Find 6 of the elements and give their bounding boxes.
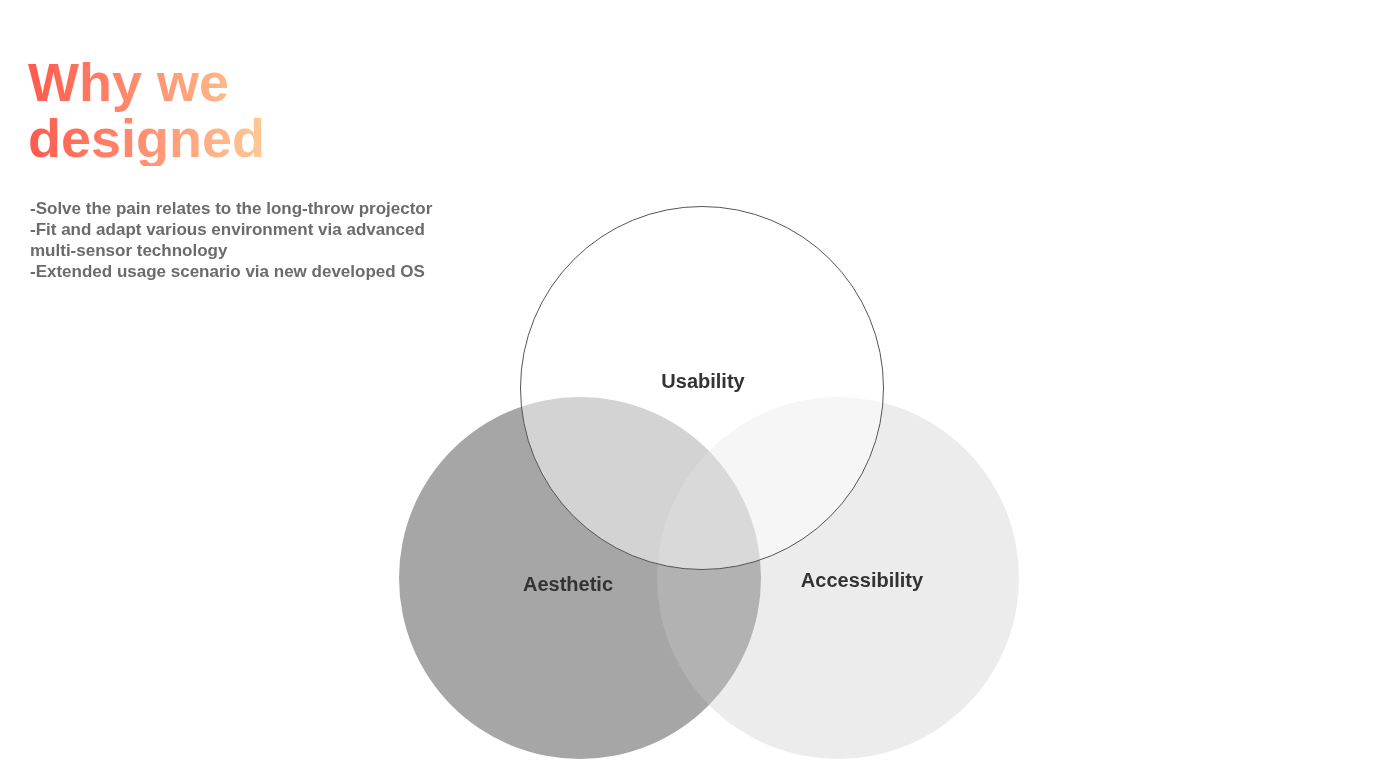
circle-label: Usability bbox=[661, 369, 745, 393]
bullet-text: -Solve the pain relates to the long-throw projector bbox=[30, 198, 434, 219]
bullet-text: -Fit and adapt various environment via advanced multi-sensor technology bbox=[30, 219, 426, 261]
bullet-text: -Extended usage scenario via new developed OS bbox=[30, 261, 426, 282]
circle-label: Aesthetic bbox=[523, 572, 613, 596]
circle-label: Accessibility bbox=[800, 568, 924, 592]
